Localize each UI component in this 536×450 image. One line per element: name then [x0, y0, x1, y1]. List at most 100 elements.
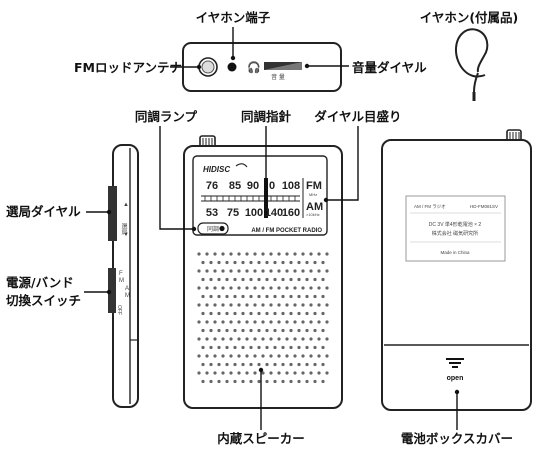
- speaker-hole: [217, 362, 221, 367]
- speaker-hole: [269, 337, 273, 341]
- speaker-hole: [285, 269, 289, 273]
- speaker-hole: [301, 354, 305, 358]
- speaker-hole: [213, 269, 217, 273]
- speaker-hole: [301, 371, 305, 375]
- speaker-hole: [249, 345, 253, 350]
- speaker-hole: [229, 252, 233, 256]
- am-tick-160: 160: [282, 207, 300, 219]
- speaker-hole: [321, 294, 325, 299]
- speaker-hole: [245, 371, 249, 375]
- speaker-hole: [265, 379, 269, 384]
- speaker-hole: [209, 379, 213, 384]
- speaker-hole: [237, 252, 241, 256]
- speaker-hole: [305, 379, 309, 384]
- speaker-hole: [293, 252, 297, 256]
- speaker-hole: [217, 379, 221, 384]
- earphone-jack[interactable]: [227, 62, 237, 72]
- speaker-hole: [213, 337, 217, 341]
- speaker-hole: [305, 362, 309, 367]
- speaker-hole: [301, 286, 305, 290]
- speaker-hole: [285, 354, 289, 358]
- speaker-hole: [241, 345, 245, 350]
- speaker-hole: [317, 337, 321, 341]
- speaker-hole: [309, 303, 313, 307]
- switch-m2-label: M: [125, 293, 130, 299]
- spec-line4: Made in China: [440, 250, 470, 255]
- speaker-hole: [233, 311, 237, 316]
- speaker-hole: [261, 286, 265, 290]
- label-volume-dial: 音量ダイヤル: [352, 60, 427, 75]
- speaker-hole: [229, 371, 233, 375]
- speaker-hole: [277, 371, 281, 375]
- volume-dial[interactable]: [264, 62, 302, 70]
- label-earphone-included: イヤホン(付属品): [420, 10, 519, 25]
- speaker-hole: [277, 320, 281, 324]
- switch-off-label: OFF: [116, 305, 122, 315]
- speaker-hole: [293, 354, 297, 358]
- side-dial-text: 選局: [120, 222, 127, 236]
- speaker-hole: [209, 311, 213, 316]
- spec-line3: 株式会社 磁気研究所: [432, 230, 478, 237]
- speaker-hole: [201, 294, 205, 299]
- speaker-hole: [301, 303, 305, 307]
- speaker-hole: [325, 337, 329, 341]
- speaker-hole: [281, 345, 285, 350]
- speaker-hole: [261, 269, 265, 273]
- speaker-hole: [229, 320, 233, 324]
- speaker-hole: [249, 294, 253, 299]
- speaker-hole: [285, 286, 289, 290]
- tuning-lamp: 同調: [197, 222, 229, 235]
- speaker-hole: [197, 286, 201, 290]
- speaker-hole: [229, 354, 233, 358]
- speaker-hole: [233, 277, 237, 282]
- speaker-hole: [277, 252, 281, 256]
- speaker-hole: [321, 260, 325, 265]
- speaker-hole: [273, 362, 277, 367]
- speaker-hole: [313, 362, 317, 367]
- speaker-hole: [317, 303, 321, 307]
- radio-side-view: ▲ 選局 ▼ F M A M OFF: [108, 144, 139, 408]
- am-tick-140: 140: [265, 207, 283, 219]
- speaker-hole: [257, 311, 261, 316]
- speaker-hole: [313, 260, 317, 265]
- fm-unit: MHz: [309, 192, 317, 197]
- speaker-hole: [257, 277, 261, 282]
- speaker-hole: [241, 362, 245, 367]
- speaker-hole: [205, 303, 209, 307]
- speaker-hole: [225, 277, 229, 282]
- speaker-hole: [221, 269, 225, 273]
- speaker-hole: [281, 260, 285, 265]
- speaker-hole: [301, 269, 305, 273]
- speaker-hole: [309, 286, 313, 290]
- speaker-hole: [265, 362, 269, 367]
- speaker-hole: [269, 269, 273, 273]
- speaker-hole: [285, 252, 289, 256]
- speaker-hole: [321, 379, 325, 384]
- speaker-hole: [197, 303, 201, 307]
- speaker-hole: [221, 303, 225, 307]
- am-unit: ×10kHz: [306, 212, 320, 217]
- label-tuning-lamp: 同調ランプ: [135, 109, 198, 124]
- speaker-hole: [273, 294, 277, 299]
- speaker-hole: [209, 328, 213, 333]
- speaker-hole: [249, 328, 253, 333]
- speaker-hole: [261, 252, 265, 256]
- power-band-switch[interactable]: [108, 268, 116, 313]
- speaker-hole: [317, 354, 321, 358]
- headphone-icon: 🎧: [247, 61, 261, 74]
- speaker-hole: [273, 311, 277, 316]
- tuning-lamp-led: [219, 225, 225, 232]
- speaker-hole: [309, 337, 313, 341]
- station-dial[interactable]: [108, 186, 117, 241]
- speaker-hole: [317, 371, 321, 375]
- speaker-hole: [237, 303, 241, 307]
- side-dial-up-arrow: ▲: [123, 202, 129, 208]
- speaker-hole: [241, 260, 245, 265]
- label-station-dial: 選局ダイヤル: [6, 204, 81, 219]
- speaker-hole: [233, 294, 237, 299]
- speaker-hole: [233, 260, 237, 265]
- speaker-hole: [289, 345, 293, 350]
- speaker-hole: [273, 328, 277, 333]
- speaker-hole: [241, 277, 245, 282]
- speaker-hole: [305, 294, 309, 299]
